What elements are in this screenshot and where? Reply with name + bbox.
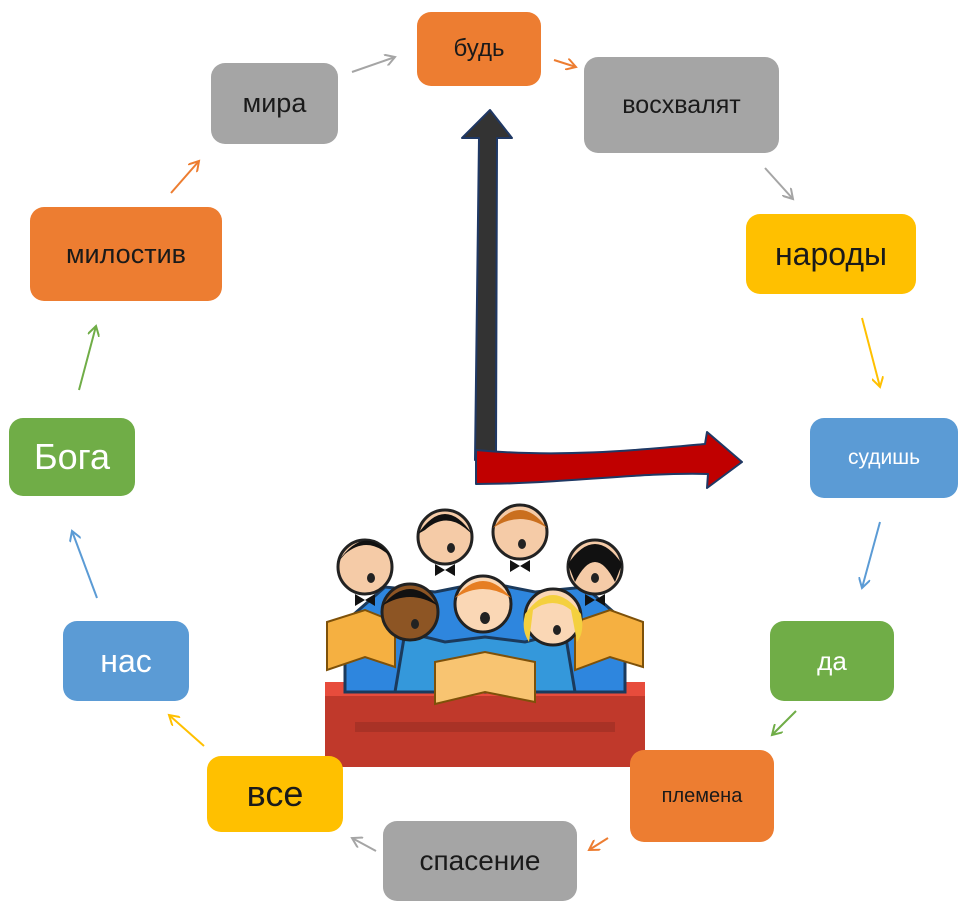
node-label: народы bbox=[774, 235, 888, 272]
arrow-narody-to-sudish bbox=[861, 317, 880, 387]
big-up-arrow bbox=[461, 109, 513, 461]
node-spasenie: спасение bbox=[383, 821, 577, 901]
node-narody: народы bbox=[746, 214, 916, 294]
arrow-mira-to-bud bbox=[351, 57, 395, 73]
arrow-vse-to-nas bbox=[169, 715, 205, 747]
node-label: да bbox=[817, 645, 847, 676]
node-label: нас bbox=[100, 642, 152, 679]
arrow-spasenie-to-vse bbox=[352, 838, 377, 852]
arrow-da-to-plemena bbox=[772, 710, 797, 735]
arrow-nas-to-boga bbox=[72, 531, 98, 599]
node-vse: все bbox=[207, 756, 343, 832]
node-boga: Бога bbox=[9, 418, 135, 496]
node-da: да bbox=[770, 621, 894, 701]
node-mira: мира bbox=[211, 63, 338, 144]
node-label: Бога bbox=[33, 436, 110, 477]
arrow-bud-to-voskhvalyat bbox=[553, 60, 576, 67]
node-bud: будь bbox=[417, 12, 541, 86]
node-nas: нас bbox=[63, 621, 189, 701]
node-label: милостив bbox=[65, 238, 186, 269]
node-label: все bbox=[246, 773, 304, 814]
child-face bbox=[336, 538, 394, 596]
arrow-milostiv-to-mira bbox=[170, 161, 199, 194]
arrow-sudish-to-da bbox=[862, 521, 881, 588]
node-milostiv: милостив bbox=[30, 207, 222, 301]
node-sudish: судишь bbox=[810, 418, 958, 498]
node-label: спасение bbox=[419, 845, 541, 876]
arrow-plemena-to-spasenie bbox=[589, 837, 609, 850]
arrow-boga-to-milostiv bbox=[78, 326, 96, 391]
node-label: будь bbox=[453, 35, 505, 62]
node-plemena: племена bbox=[630, 750, 774, 842]
node-label: мира bbox=[242, 88, 307, 118]
arrow-voskhvalyat-to-narody bbox=[764, 167, 793, 199]
node-label: племена bbox=[661, 784, 743, 807]
node-voskhvalyat: восхвалят bbox=[584, 57, 779, 153]
node-label: судишь bbox=[847, 446, 921, 469]
node-label: восхвалят bbox=[622, 90, 741, 119]
big-right-arrow bbox=[475, 431, 743, 489]
song-books bbox=[326, 608, 396, 672]
